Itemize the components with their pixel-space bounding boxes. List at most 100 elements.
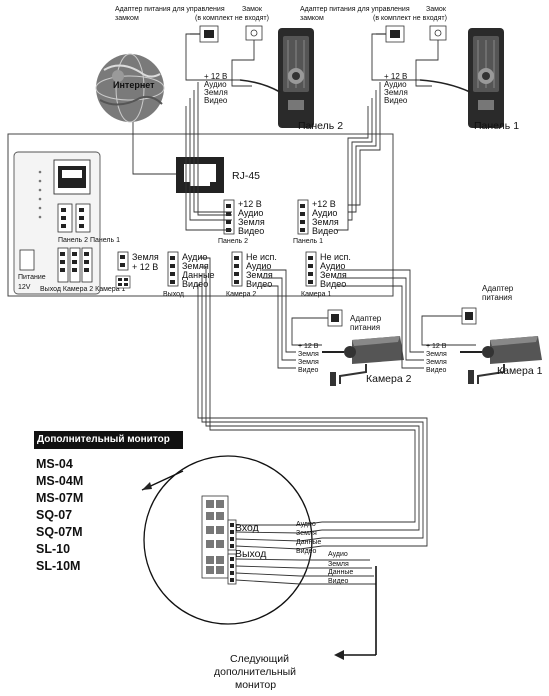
monitor-panel-terminals (57, 203, 91, 233)
camera1-wire-label-2: Земля (426, 351, 447, 358)
terminal-output-wire-3: Данные (182, 270, 215, 280)
panel2-device (278, 28, 314, 128)
terminal-panel1-caption: Панель 1 (293, 238, 323, 245)
panel2-wire-label-4: Видео (204, 96, 228, 105)
camera2-title: Камера 2 (366, 373, 412, 385)
panel2-lock-label: Замок (242, 6, 263, 13)
panel2-cable (239, 79, 281, 93)
next-monitor-label-1: Следующий (230, 653, 289, 665)
extra-monitor-input-terminal (227, 519, 237, 551)
monitor-model: MS-07M (36, 491, 84, 505)
camera1-adapter-label-1: Адаптер (482, 284, 514, 293)
terminal-panel1 (297, 199, 309, 235)
internet-label: Интернет (113, 80, 155, 90)
terminal-panel2-wire-3: Земля (238, 217, 265, 227)
monitor-dc-label: 12V (18, 284, 31, 291)
extra-monitor-header: Дополнительный монитор (34, 431, 183, 449)
terminal-camera2-wire-1: Не исп. (246, 252, 277, 262)
output-to-monitor-wires (197, 257, 428, 547)
panel1-wires-down (336, 82, 381, 231)
terminal-camera2 (231, 251, 243, 287)
terminal-output-wire-1: Аудио (182, 252, 207, 262)
extra-monitor-model-list: MS-04 MS-04M MS-07M SQ-07 SQ-07M SL-10 S… (36, 456, 83, 575)
panel1-lock-icon (429, 25, 447, 41)
monitor-power-small-label: Питание (18, 274, 46, 281)
camera1-wires-back (336, 269, 424, 369)
extra-monitor-input-wire-2: Земля (296, 530, 317, 537)
panel1-lock-label: Замок (426, 6, 447, 13)
next-monitor-arrow-icon (334, 650, 344, 660)
camera2-adapter-label-1: Адаптер (350, 314, 382, 323)
camera2-adapter-wire (291, 317, 328, 346)
terminal-panel2-wire-1: +12 В (238, 199, 262, 209)
panel2-lock-wire (231, 40, 255, 87)
monitor-model: MS-04 (36, 457, 73, 471)
panel2-lock-icon (245, 25, 263, 41)
panel1-adapter-wire (371, 33, 420, 81)
panel1-lock-note: (в комплект не входят) (373, 15, 447, 22)
monitor-model: SL-10 (36, 542, 71, 556)
monitor-bottom-small-label: Выход Камера 2 Камера 1 (40, 286, 126, 293)
terminal-panel1-wire-4: Видео (312, 226, 338, 236)
extra-monitor-input-wire-4: Видео (296, 548, 317, 555)
terminal-camera1-wire-2: Аудио (320, 261, 345, 271)
panel1-wire-label-3: Земля (384, 88, 408, 97)
camera2-adapter-label-2: питания (350, 323, 380, 332)
panel1-wire-label-4: Видео (384, 96, 408, 105)
camera1-icon (460, 336, 542, 384)
panel2-adapter-icon (190, 25, 219, 43)
monitor-callout-arrowhead (142, 482, 152, 490)
monitor-model: SQ-07M (36, 525, 83, 539)
panel1-device (468, 28, 504, 128)
extra-monitor-input-wire-3: Данные (296, 539, 321, 546)
extra-monitor-output-wires (235, 558, 376, 585)
extra-monitor-output-terminal (227, 553, 237, 585)
next-monitor-label-3: монитор (235, 679, 276, 691)
camera2-wire-label-4: Видео (298, 367, 319, 374)
monitor-rj45-port (53, 159, 91, 195)
rj45-jack (176, 157, 224, 193)
terminal-camera1-wire-1: Не исп. (320, 252, 351, 262)
terminal-camera2-wire-3: Земля (246, 270, 273, 280)
terminal-panel2-caption: Панель 2 (218, 238, 248, 245)
camera2-wire-label-2: Земля (298, 351, 319, 358)
terminal-panel1-wire-1: +12 В (312, 199, 336, 209)
terminal-panel1-wire-2: Аудио (312, 208, 337, 218)
panel2-adapter-label-1: Адаптер питания для управления (115, 6, 225, 13)
camera2-wires-back (262, 269, 296, 369)
monitor-model: MS-04M (36, 474, 84, 488)
terminal-panel2-wire-4: Видео (238, 226, 264, 236)
terminal-power-wire-1: Земля (132, 252, 159, 262)
terminal-camera1-caption: Камера 1 (301, 291, 331, 298)
panel1-title: Панель 1 (474, 120, 519, 132)
panel2-wire-label-1: + 12 В (204, 72, 227, 81)
camera1-adapter-icon (461, 307, 477, 325)
terminal-output-wire-2: Земля (182, 261, 209, 271)
monitor-panel-small-label: Панель 2 Панель 1 (58, 237, 120, 244)
panel1-adapter-icon (376, 25, 405, 43)
camera1-adapter-label-2: питания (482, 293, 512, 302)
terminal-output (167, 251, 179, 287)
camera1-wire-label-4: Видео (426, 367, 447, 374)
extra-monitor-board (201, 495, 229, 579)
terminal-camera2-wire-4: Видео (246, 279, 272, 289)
extra-monitor-output-label: Выход (235, 548, 266, 560)
terminal-camera1-wire-4: Видео (320, 279, 346, 289)
terminal-panel1-wire-3: Земля (312, 217, 339, 227)
terminal-power (117, 251, 129, 271)
internet-globe-icon (95, 53, 165, 123)
extra-monitor-input-wire-1: Аудио (296, 521, 316, 528)
terminal-camera1-wire-3: Земля (320, 270, 347, 280)
extra-monitor-output-wire-1: Аудио (328, 551, 348, 558)
panel2-wires-down (185, 82, 232, 231)
monitor-model: SL-10M (36, 559, 81, 573)
panel1-cable (419, 79, 471, 93)
camera1-title: Камера 1 (497, 365, 543, 377)
panel2-wire-label-2: Аудио (204, 80, 227, 89)
panel1-adapter-label-2: замком (300, 15, 324, 22)
extra-monitor-output-wire-2: Земля (328, 561, 349, 568)
extra-monitor-output-wire-4: Видео (328, 578, 349, 585)
camera2-adapter-icon (327, 309, 343, 327)
panel1-wire-label-2: Аудио (384, 80, 407, 89)
